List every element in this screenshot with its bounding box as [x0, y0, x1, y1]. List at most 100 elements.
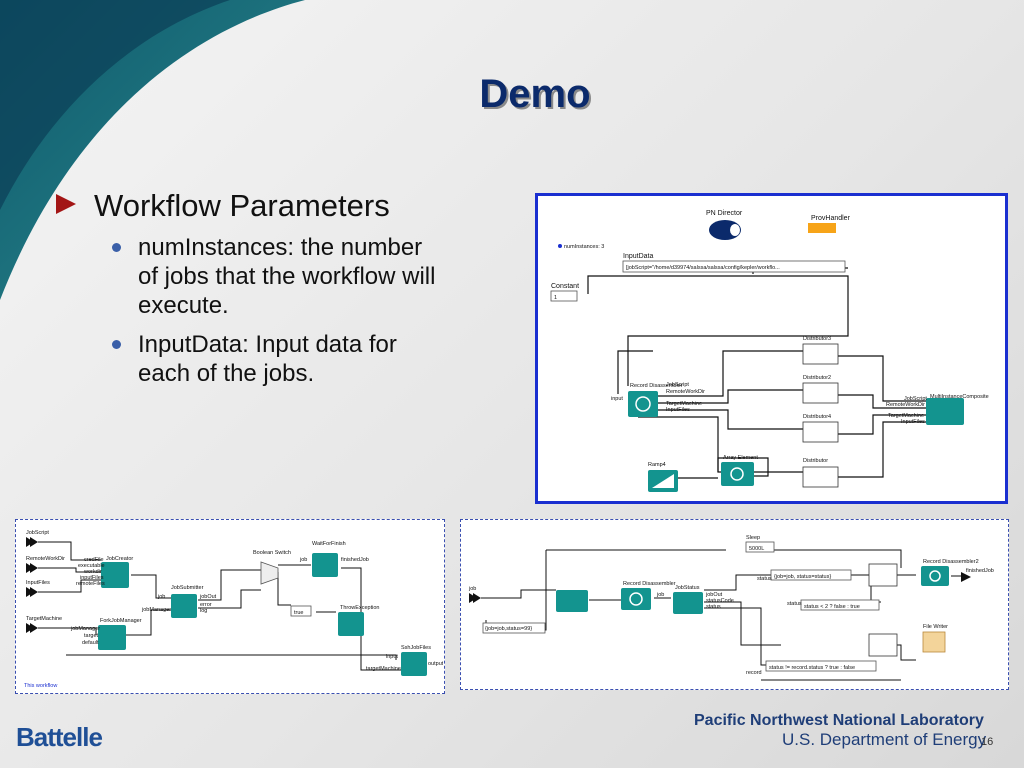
expr1: {job=job, status=status}	[774, 574, 831, 580]
status-record-expression[interactable]	[770, 569, 852, 581]
page-number: 16	[981, 736, 994, 748]
expr2: status < 2 ? false : true	[804, 604, 860, 610]
finished-job-label: finishedJob	[966, 568, 994, 574]
ssh-port-output: output	[428, 661, 443, 667]
mi-port-remoteworkdir: RemoteWorkDir	[886, 402, 925, 408]
expr3: status != record.status ? true : false	[769, 665, 855, 671]
multi-instance-label: MultiInstanceComposite	[930, 394, 989, 400]
pn-director-label: PN Director	[706, 210, 743, 217]
boolean-switch-2[interactable]	[868, 633, 898, 657]
disassembler-icon	[635, 396, 651, 412]
misc-port-status1: status	[757, 576, 772, 582]
misc-port-record: record	[746, 670, 762, 676]
status-change-expression[interactable]	[765, 660, 877, 672]
fork-job-manager-label: ForkJobManager	[100, 618, 142, 624]
jc-port-inputfiles: inputFiles	[80, 575, 104, 581]
true-constant[interactable]	[290, 605, 312, 617]
job-submitter-actor[interactable]	[171, 594, 197, 618]
distributor-label: Distributor	[803, 458, 828, 464]
boolean-switch-actor[interactable]	[260, 561, 279, 585]
job-status-label: JobStatus	[675, 585, 700, 591]
jc-port-executable: executable	[78, 563, 105, 569]
sub-bullet-text: InputData: Input data for each of the jo…	[138, 331, 397, 387]
ramp-icon	[652, 474, 674, 488]
array-element-label: Array Element	[723, 455, 758, 461]
sleep-box[interactable]	[745, 541, 775, 553]
sleep-label: Sleep	[746, 535, 760, 541]
array-element-actor[interactable]	[721, 462, 754, 486]
disassembler-icon	[629, 592, 643, 606]
job-status-actor[interactable]	[673, 592, 703, 614]
js-port-jobout: jobOut	[199, 594, 217, 600]
job-expression-box[interactable]	[482, 622, 546, 634]
throw-exception-actor[interactable]	[338, 612, 364, 636]
pn-director-icon[interactable]	[709, 220, 741, 240]
sleep-value: 5000L	[749, 546, 764, 552]
file-writer-icon[interactable]	[922, 631, 946, 653]
jc-port-remotefiles: remoteFiles	[76, 581, 105, 587]
record-disassembler-actor[interactable]	[621, 588, 651, 610]
job-submitter-label: JobSubmitter	[171, 585, 204, 591]
job-creator-label: JobCreator	[106, 556, 133, 562]
job-expression: {job=job,status=99}	[485, 626, 532, 632]
slide-title: Demo	[479, 72, 591, 116]
record-disassembler-label: Record Disassembler	[623, 581, 676, 587]
multi-instance-composite-actor[interactable]	[926, 398, 964, 425]
bullet-arrow-icon	[56, 194, 76, 214]
merge-actor[interactable]	[556, 590, 588, 612]
wait-for-finish-actor[interactable]	[312, 553, 338, 577]
param-dot-icon	[558, 244, 562, 248]
input-data-expression[interactable]	[622, 260, 846, 273]
jstat-port-jobout: jobOut	[705, 592, 723, 598]
ssh-port-targetmachine: targetMachine	[366, 666, 401, 672]
sub-bullet-text: numInstances: the number of jobs that th…	[138, 234, 436, 319]
input-jobscript-label: JobScript	[26, 530, 49, 536]
distributor4-label: Distributor4	[803, 414, 831, 420]
bullet-dot-icon	[112, 340, 121, 349]
wait-for-finish-label: WaitForFinish	[312, 541, 346, 547]
mi-port-jobscript: JobScript	[904, 396, 927, 402]
boolean-switch-label: Boolean Switch	[253, 550, 291, 556]
js-port-jobmanager: jobManager	[141, 607, 171, 613]
status-check-expression[interactable]	[800, 599, 880, 611]
fork-port-default: default	[82, 640, 99, 646]
wait-port-finishedjob: finishedJob	[341, 557, 369, 563]
distributor3-label: Distributor3	[803, 336, 831, 342]
input-targetmachine-label: TargetMachine	[26, 616, 62, 622]
record-disassembler-label: Record Disassembler	[630, 383, 683, 389]
bullet-dot-icon	[112, 243, 121, 252]
distributor-actors[interactable]	[802, 343, 839, 488]
prov-handler-icon[interactable]	[808, 223, 836, 233]
input-data-value: [jobScript="/home/d39974/salssa/salssa/c…	[626, 265, 780, 271]
constant-value: 1	[554, 295, 557, 301]
record-disassembler-actor[interactable]	[628, 391, 658, 417]
distributor2-label: Distributor2	[803, 375, 831, 381]
mi-port-targetmachine: TargetMachine	[888, 413, 924, 419]
js-port-error: error	[200, 602, 212, 608]
js-port-log: log	[200, 608, 207, 614]
top-workflow-diagram: PN Director ProvHandler numInstances: 3 …	[535, 193, 1008, 504]
output-port-icon	[961, 572, 971, 582]
record-disassembler2-actor[interactable]	[921, 566, 949, 586]
rd-port-inputfiles: InputFiles	[666, 407, 690, 413]
num-instances-param[interactable]: numInstances: 3	[564, 244, 604, 250]
constant-box[interactable]	[550, 290, 578, 302]
fork-port-target: target	[84, 633, 99, 639]
boolean-switch-1[interactable]	[868, 563, 898, 587]
fork-job-manager-actor[interactable]	[98, 625, 126, 650]
decorative-swoosh	[0, 0, 305, 300]
rd-port-jobscript: JobScript	[666, 382, 689, 388]
job-status-workflow-diagram: job {job=job,status=99} Sleep 5000L Reco…	[460, 519, 1009, 690]
true-constant-value: true	[294, 610, 303, 616]
ssh-job-files-actor[interactable]	[401, 652, 427, 676]
ramp-label: Ramp4	[648, 462, 666, 468]
job-creator-actor[interactable]	[101, 562, 129, 588]
file-writer-label: File Writer	[923, 624, 948, 630]
js-port-job: job	[157, 594, 165, 600]
caption: This workflow	[24, 683, 57, 689]
jstat-port-status: status	[706, 604, 721, 610]
record-disassembler2-label: Record Disassembler2	[923, 559, 979, 565]
ssh-port-input: input	[386, 654, 398, 660]
prov-handler-label: ProvHandler	[811, 215, 851, 222]
jc-port-credfile: credFile	[84, 557, 104, 563]
